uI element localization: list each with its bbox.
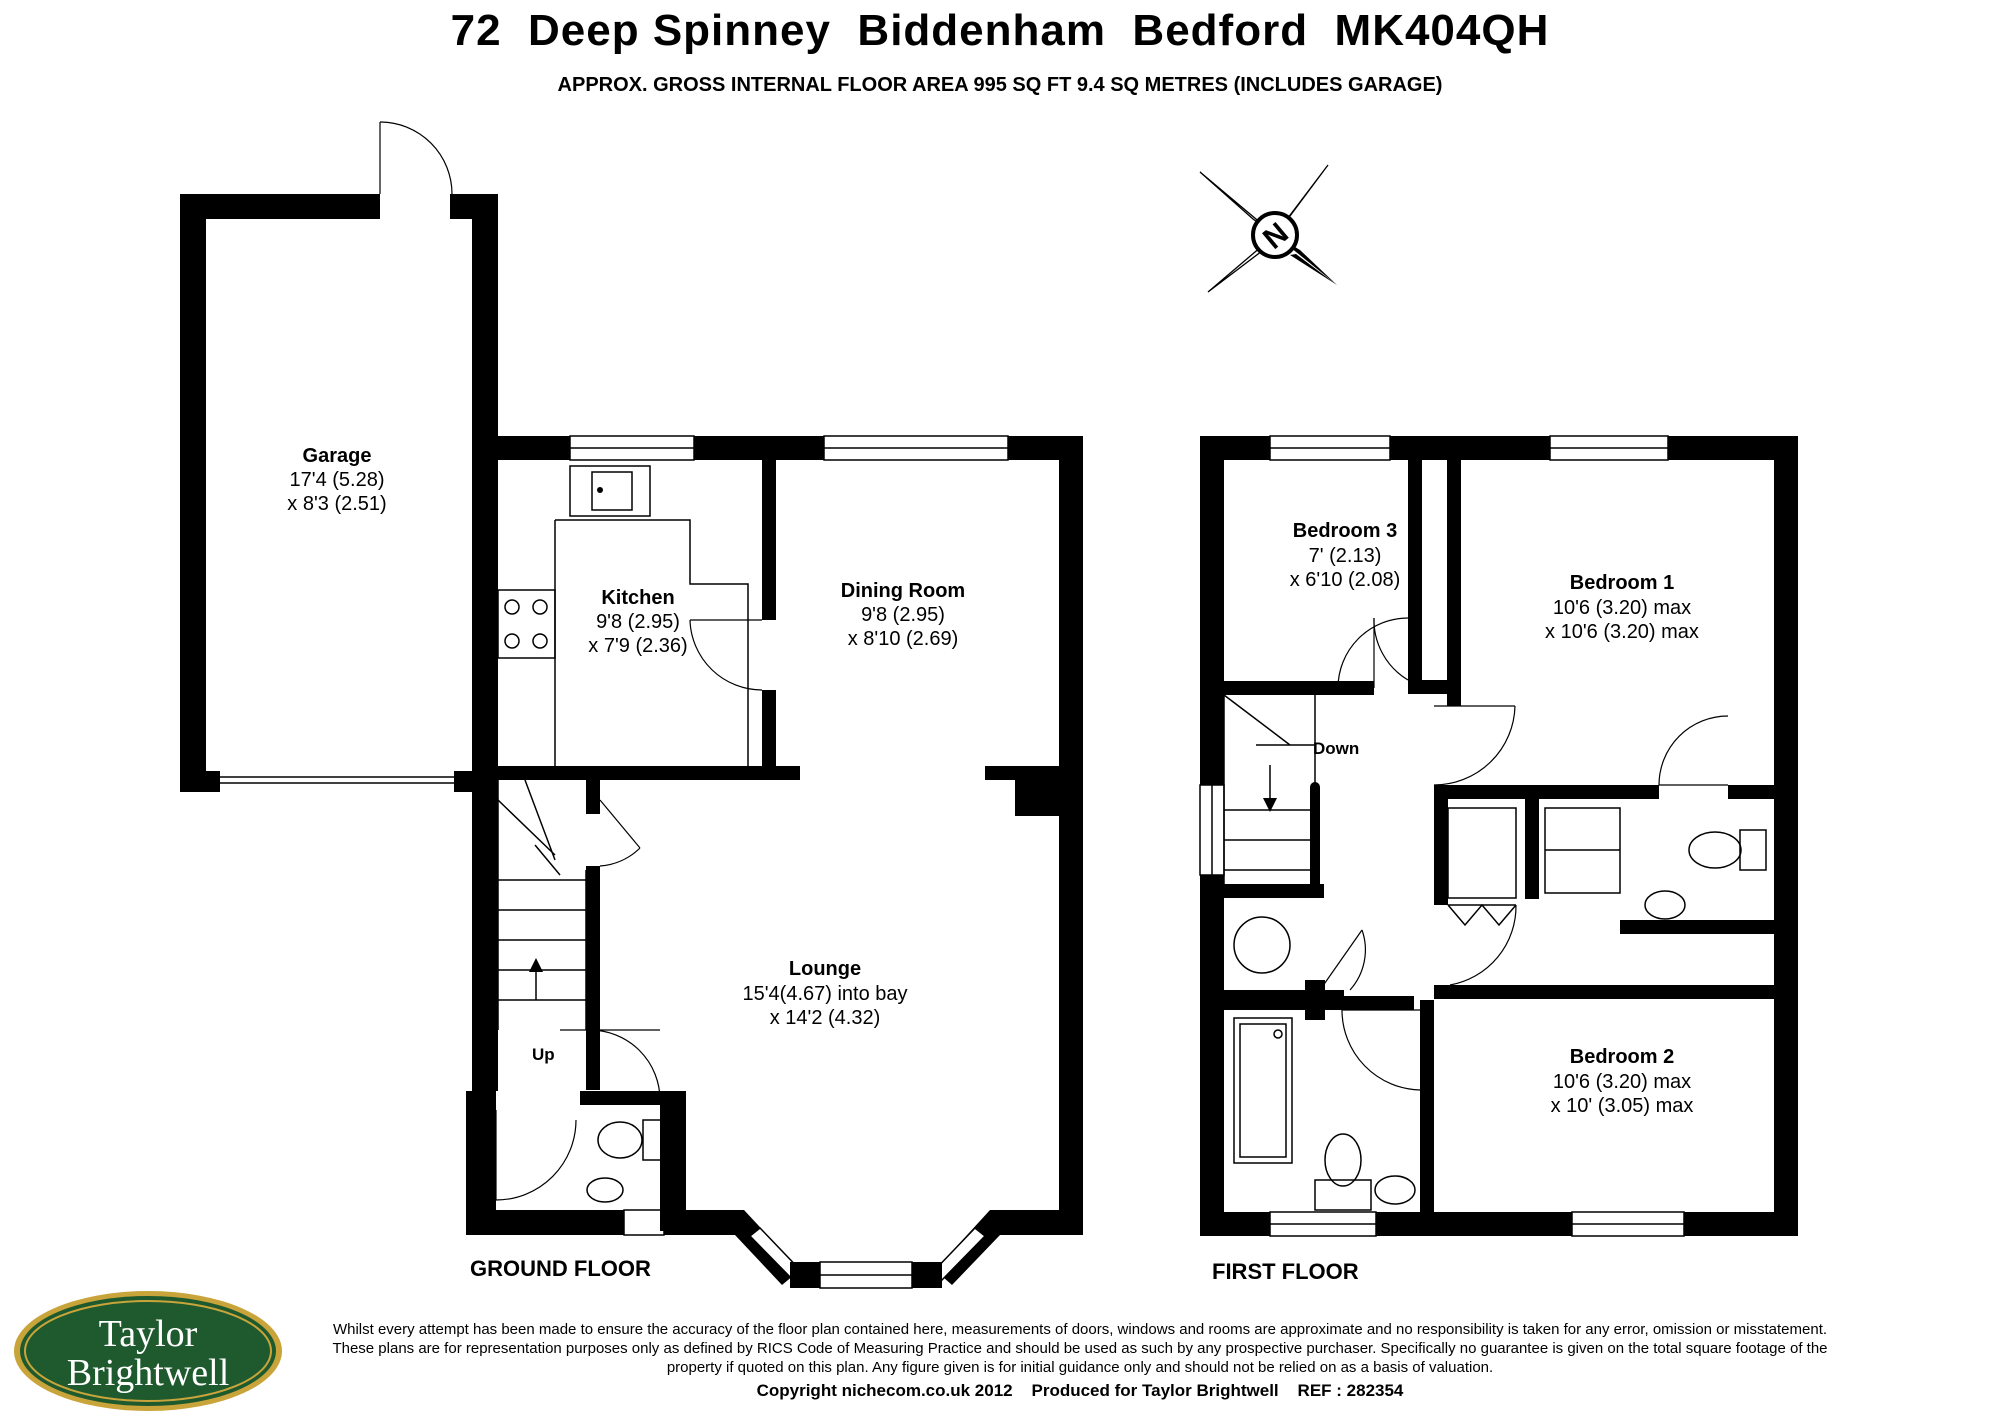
svg-text:x 14'2 (4.32): x 14'2 (4.32) bbox=[770, 1007, 881, 1029]
stairs-up-label: Up bbox=[532, 1045, 555, 1064]
room-label-dining-room: Dining Room 9'8 (2.95) x 8'10 (2.69) bbox=[841, 580, 965, 650]
stairs-down-label: Down bbox=[1313, 739, 1359, 758]
svg-text:x 8'3 (2.51): x 8'3 (2.51) bbox=[287, 493, 386, 515]
svg-text:Garage: Garage bbox=[303, 445, 372, 467]
svg-text:x 8'10 (2.69): x 8'10 (2.69) bbox=[848, 628, 959, 650]
svg-text:9'8 (2.95): 9'8 (2.95) bbox=[861, 604, 945, 626]
svg-text:7' (2.13): 7' (2.13) bbox=[1309, 545, 1382, 567]
svg-text:Bedroom 3: Bedroom 3 bbox=[1293, 520, 1397, 542]
first-stairs bbox=[1223, 694, 1324, 898]
first-floor-label: FIRST FLOOR bbox=[1212, 1259, 1359, 1284]
room-label-bedroom-2: Bedroom 2 10'6 (3.20) max x 10' (3.05) m… bbox=[1551, 1046, 1694, 1117]
svg-text:17'4 (5.28): 17'4 (5.28) bbox=[290, 469, 385, 491]
room-label-lounge: Lounge 15'4(4.67) into bay x 14'2 (4.32) bbox=[742, 958, 907, 1029]
svg-text:10'6 (3.20) max: 10'6 (3.20) max bbox=[1553, 1071, 1691, 1093]
svg-text:x 7'9 (2.36): x 7'9 (2.36) bbox=[588, 635, 687, 657]
logo-line-1: Taylor bbox=[99, 1313, 198, 1355]
first-floor-plan bbox=[1199, 435, 1798, 1237]
svg-text:x 10'6 (3.20) max: x 10'6 (3.20) max bbox=[1545, 621, 1699, 643]
compass-icon: N bbox=[1199, 164, 1337, 293]
svg-text:9'8 (2.95): 9'8 (2.95) bbox=[596, 611, 680, 633]
ground-stairs bbox=[497, 779, 587, 1030]
svg-text:Kitchen: Kitchen bbox=[601, 587, 674, 609]
svg-text:Lounge: Lounge bbox=[789, 958, 861, 980]
room-label-garage: Garage 17'4 (5.28) x 8'3 (2.51) bbox=[287, 445, 386, 515]
svg-text:Bedroom 1: Bedroom 1 bbox=[1570, 572, 1674, 594]
svg-text:10'6 (3.20) max: 10'6 (3.20) max bbox=[1553, 597, 1691, 619]
ground-floor-plan bbox=[180, 121, 1083, 1289]
logo-line-2: Brightwell bbox=[67, 1352, 230, 1394]
taylor-brightwell-logo: Taylor Brightwell bbox=[14, 1291, 282, 1411]
copyright-text: Copyright nichecom.co.uk 2012 Produced f… bbox=[756, 1381, 1404, 1400]
room-label-bedroom-1: Bedroom 1 10'6 (3.20) max x 10'6 (3.20) … bbox=[1545, 572, 1699, 643]
svg-text:15'4(4.67) into bay: 15'4(4.67) into bay bbox=[742, 983, 907, 1005]
room-label-kitchen: Kitchen 9'8 (2.95) x 7'9 (2.36) bbox=[588, 587, 687, 657]
page-title: 72 Deep Spinney Biddenham Bedford MK404Q… bbox=[450, 6, 1550, 55]
svg-text:Bedroom 2: Bedroom 2 bbox=[1570, 1046, 1674, 1068]
room-label-bedroom-3: Bedroom 3 7' (2.13) x 6'10 (2.08) bbox=[1290, 520, 1401, 591]
svg-text:x 10' (3.05) max: x 10' (3.05) max bbox=[1551, 1095, 1694, 1117]
floor-area-subtitle: APPROX. GROSS INTERNAL FLOOR AREA 995 SQ… bbox=[557, 74, 1443, 96]
ground-floor-label: GROUND FLOOR bbox=[470, 1256, 651, 1281]
svg-text:x 6'10 (2.08): x 6'10 (2.08) bbox=[1290, 569, 1401, 591]
svg-text:Dining Room: Dining Room bbox=[841, 580, 965, 602]
disclaimer-text: Whilst every attempt has been made to en… bbox=[332, 1321, 1828, 1376]
